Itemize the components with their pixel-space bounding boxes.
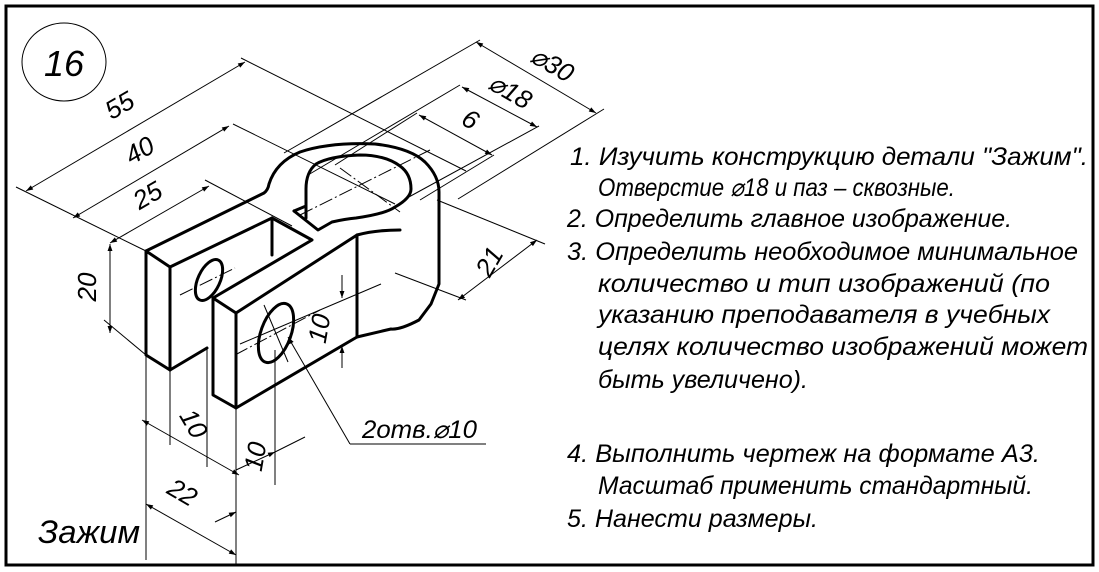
dimension-labels: 55 40 25 20 ⌀30 ⌀18 6 21 10 10 10 22 2от… [72, 40, 580, 513]
instruction-line: количество и тип изображений (по [598, 270, 1050, 298]
dim-55: 55 [99, 85, 140, 126]
instructions-list: 1. Изучить конструкцию детали "Зажим". О… [566, 143, 1088, 533]
instruction-line: Отверстие ⌀18 и паз – сквозные. [598, 174, 955, 202]
instruction-line: целях количество изображений может [598, 333, 1088, 361]
instruction-line: указанию преподавателя в учебных [596, 301, 1052, 329]
instruction-line: быть увеличено). [598, 366, 808, 394]
instruction-line: 5. Нанести размеры. [567, 505, 818, 533]
dim-10-bottom-right: 10 [238, 439, 273, 473]
dim-10-right: 10 [302, 311, 337, 345]
hole-note: 2отв.⌀10 [361, 416, 477, 444]
part-clamp-isometric [144, 142, 441, 410]
dim-diameter-30: ⌀30 [526, 40, 580, 89]
dim-6: 6 [457, 103, 485, 136]
dim-diameter-18: ⌀18 [484, 67, 538, 116]
drawing-number: 16 [44, 43, 85, 84]
center-lines [179, 149, 431, 363]
instruction-line: 4. Выполнить чертеж на формате А3. [567, 440, 1040, 468]
dim-25: 25 [127, 175, 168, 216]
instruction-line: 3. Определить необходимое минимальное [567, 238, 1078, 266]
drawing-number-badge: 16 [21, 22, 107, 102]
dim-22: 22 [162, 471, 203, 512]
instruction-line: 2. Определить главное изображение. [566, 205, 1012, 233]
dim-20: 20 [72, 272, 102, 302]
sheet-border [4, 4, 1095, 567]
part-title: Зажим [38, 514, 140, 550]
instruction-line: Масштаб применить стандартный. [598, 472, 1033, 500]
dim-21: 21 [468, 241, 509, 282]
instruction-line: 1. Изучить конструкцию детали "Зажим". [570, 143, 1088, 171]
dim-40: 40 [119, 130, 160, 171]
dimension-lines [15, 39, 605, 566]
dim-10-bottom-left: 10 [174, 403, 215, 444]
